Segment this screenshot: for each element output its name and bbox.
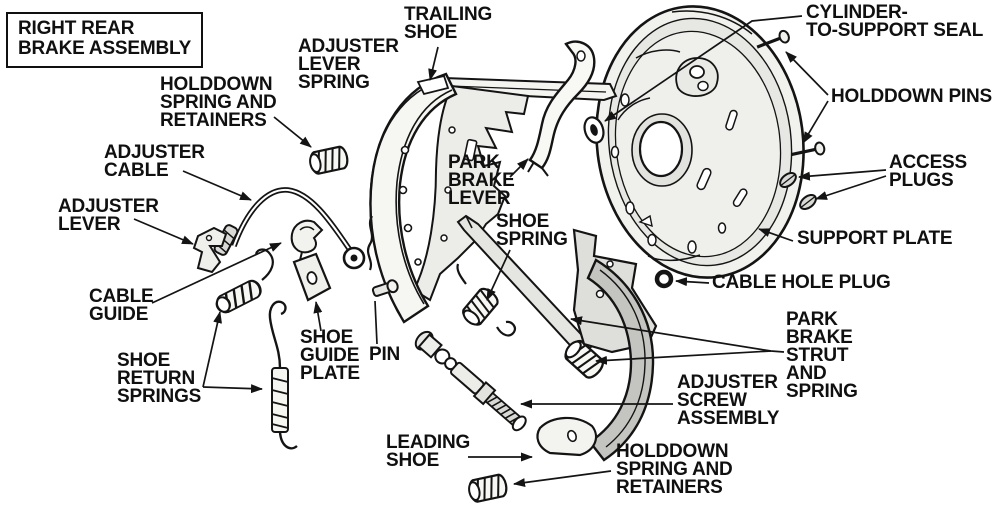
diagram-title: RIGHT REAR BRAKE ASSEMBLY xyxy=(18,18,192,59)
anchor-clip xyxy=(366,215,374,271)
pin-part xyxy=(371,279,399,297)
leader-adjuster-cable xyxy=(182,170,252,201)
cable-guide-part xyxy=(290,219,324,261)
label-holddown-spring-top: HOLDDOWN SPRING AND RETAINERS xyxy=(160,74,277,131)
adjuster-cable-part xyxy=(213,187,366,270)
label-pin: PIN xyxy=(369,344,401,365)
label-adjuster-screw-assembly: ADJUSTER SCREW ASSEMBLY xyxy=(677,372,780,429)
leader-holddown-top xyxy=(273,116,312,148)
adjuster-lever-part xyxy=(192,226,228,274)
leader-support-plate xyxy=(758,228,794,242)
support-plate-part xyxy=(595,5,805,279)
leading-shoe-part xyxy=(536,228,658,462)
title-box: RIGHT REAR BRAKE ASSEMBLY xyxy=(6,12,204,68)
label-holddown-spring-bottom: HOLDDOWN SPRING AND RETAINERS xyxy=(616,441,733,498)
label-cylinder-to-support-seal: CYLINDER- TO-SUPPORT SEAL xyxy=(806,2,984,41)
leader-trailing-shoe xyxy=(428,46,439,81)
leader-adjuster-lever xyxy=(133,218,194,245)
label-park-brake-strut: PARK BRAKE STRUT AND SPRING xyxy=(786,309,858,402)
label-cable-guide: CABLE GUIDE xyxy=(89,286,154,325)
leader-holddown-bottom xyxy=(513,470,612,487)
label-shoe-guide-plate: SHOE GUIDE PLATE xyxy=(300,327,360,384)
leader-pin xyxy=(374,300,378,345)
shoe-return-spring-1 xyxy=(212,248,274,317)
shoe-spring-part xyxy=(456,263,516,337)
label-trailing-shoe: TRAILING SHOE xyxy=(404,4,493,43)
cable-hole-plug-part xyxy=(654,269,674,289)
shoe-return-spring-2 xyxy=(268,300,298,450)
leader-park-brake-lever xyxy=(509,158,529,178)
label-support-plate: SUPPORT PLATE xyxy=(797,228,953,249)
leader-cable-guide xyxy=(151,242,282,304)
access-plug-2 xyxy=(799,193,817,211)
cylinder-to-support-seal-part xyxy=(583,116,605,144)
label-shoe-return-springs: SHOE RETURN SPRINGS xyxy=(117,350,202,407)
leader-lines xyxy=(133,15,887,487)
leader-return-spring-2 xyxy=(202,384,263,394)
leader-strut-2 xyxy=(595,350,772,365)
holddown-pin-2 xyxy=(791,141,826,157)
label-holddown-pins: HOLDDOWN PINS xyxy=(831,86,993,107)
holddown-pin-1 xyxy=(756,29,790,49)
label-adjuster-cable: ADJUSTER CABLE xyxy=(104,142,205,181)
holddown-spring-top xyxy=(307,144,351,177)
leader-shoe-guide-plate xyxy=(313,301,323,332)
park-brake-lever-part xyxy=(527,40,596,177)
label-adjuster-lever: ADJUSTER LEVER xyxy=(58,196,159,235)
leader-holddown-pin-1 xyxy=(785,51,829,96)
leader-holddown-pin-2 xyxy=(802,100,829,144)
label-cable-hole-plug: CABLE HOLE PLUG xyxy=(712,272,891,293)
leader-cable-hole-plug xyxy=(675,277,710,287)
leader-access-plug-2 xyxy=(815,175,887,200)
shoe-guide-plate-part xyxy=(292,252,332,302)
label-adjuster-lever-spring: ADJUSTER LEVER SPRING xyxy=(298,36,399,93)
adjuster-screw-assembly-part xyxy=(414,330,527,432)
label-access-plugs: ACCESS PLUGS xyxy=(889,152,967,191)
leader-shoe-spring xyxy=(486,249,511,301)
access-plug-1 xyxy=(779,171,797,189)
leader-access-plug-1 xyxy=(798,169,887,181)
label-leading-shoe: LEADING SHOE xyxy=(386,432,471,471)
leader-return-spring-1 xyxy=(202,311,222,388)
trailing-shoe-part xyxy=(369,72,618,324)
label-park-brake-lever: PARK BRAKE LEVER xyxy=(448,152,515,209)
label-shoe-spring: SHOE SPRING xyxy=(496,211,568,250)
holddown-spring-bottom xyxy=(466,472,510,505)
leader-cylinder-seal xyxy=(604,15,803,122)
